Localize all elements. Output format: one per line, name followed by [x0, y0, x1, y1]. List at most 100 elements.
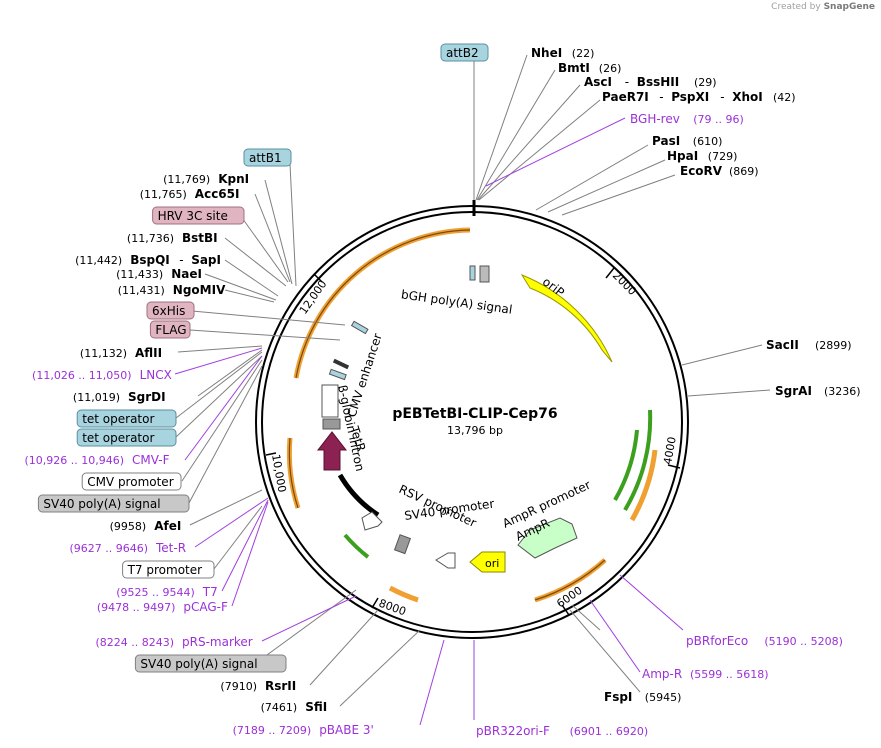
- enzyme-position: (869): [729, 165, 759, 178]
- enzyme-position: (3236): [824, 385, 861, 398]
- primer-name: Amp-R: [642, 667, 682, 681]
- enzyme-position: (29): [694, 76, 717, 89]
- left-leader-lines: [175, 163, 357, 664]
- scale-4000: 4000: [661, 436, 679, 466]
- feature-tag-label: SV40 poly(A) signal: [43, 497, 160, 511]
- primer-name: CMV-F: [132, 453, 170, 467]
- feature-orange-top-left-inner: [295, 229, 471, 379]
- enzyme-name: HpaI: [667, 149, 698, 163]
- enzyme-name: SgrAI: [775, 384, 812, 398]
- enzyme-separator: -: [720, 90, 724, 104]
- enzyme-name: BstBI: [182, 231, 218, 245]
- feature-tag-label: SV40 poly(A) signal: [140, 657, 257, 671]
- feature-sv40-arrow: [435, 552, 456, 569]
- feature-tag-box: [440, 43, 489, 62]
- feature-gray-small: [322, 418, 341, 430]
- primer-position: (11,026 .. 11,050): [32, 369, 132, 382]
- enzyme-name: NaeI: [171, 267, 202, 281]
- enzyme-position: (7461): [261, 701, 298, 714]
- feature-tag-box: [81, 472, 182, 491]
- feature-tag-label: T7 promoter: [127, 563, 203, 577]
- enzyme-separator: -: [625, 75, 629, 89]
- feature-tag-box: [243, 148, 292, 167]
- primer-name: LNCX: [140, 368, 172, 382]
- tick-6000: [561, 604, 570, 616]
- feature-tag-label: HRV 3C site: [158, 209, 228, 223]
- feature-orange-bottom-left: [388, 585, 419, 603]
- feature-dark-small: [332, 358, 350, 370]
- enzyme-position: (42): [773, 91, 796, 104]
- primer-position: (9627 .. 9646): [69, 542, 148, 555]
- primer-name: T7: [202, 585, 218, 599]
- enzyme-position: (11,769): [163, 173, 210, 186]
- enzyme-position: (11,765): [140, 188, 187, 201]
- primer-position: (10,926 .. 10,946): [24, 454, 124, 467]
- enzyme-position: (11,019): [73, 391, 120, 404]
- enzyme-name: BssHII: [637, 75, 679, 89]
- feature-tag-label: attB2: [446, 46, 479, 60]
- backbone-outer: [255, 205, 689, 639]
- feature-tag-label: CMV promoter: [87, 475, 174, 489]
- enzyme-name: PasI: [652, 134, 680, 148]
- enzyme-position: (7910): [220, 680, 257, 693]
- feature-tag-label: 6xHis: [152, 304, 185, 318]
- primer-position: (9525 .. 9544): [116, 586, 195, 599]
- feature-tetr-arrow: [316, 431, 348, 471]
- backbone-inner: [261, 211, 683, 633]
- feature-black-arc: [337, 473, 380, 518]
- feature-orange-right: [629, 449, 658, 522]
- feature-tag-label: tet operator: [82, 431, 154, 445]
- plasmid-name: pEBTetBI-CLIP-Cep76: [392, 406, 557, 422]
- feature-ampr-arrow: [517, 517, 578, 559]
- feature-tag-box: [134, 654, 287, 673]
- feature-tag-box: [146, 301, 195, 320]
- enzyme-name: PspXI: [671, 90, 709, 104]
- feature-green-right-2: [623, 409, 653, 512]
- scale-2000: 2000: [610, 269, 639, 298]
- enzyme-name: BspQI: [130, 253, 170, 267]
- enzyme-position: (11,736): [127, 232, 174, 245]
- enzyme-position: (11,431): [118, 284, 165, 297]
- enzyme-name: SapI: [191, 253, 221, 267]
- primer-position: (6901 .. 6920): [570, 725, 649, 738]
- enzyme-position: (11,442): [75, 254, 122, 267]
- feature-tag-box: [149, 320, 191, 339]
- primer-position: (5190 .. 5208): [764, 635, 843, 648]
- enzyme-name: PaeR7I: [602, 90, 649, 104]
- feature-orange-bottom-right-inner: [534, 559, 606, 601]
- feature-gray-block: [393, 534, 412, 555]
- feature-orip: [520, 273, 613, 363]
- primer-name: pBABE 3': [319, 723, 374, 737]
- enzyme-name: XhoI: [732, 90, 763, 104]
- right-primer-lines: [419, 117, 684, 726]
- enzyme-name: Acc65I: [195, 187, 240, 201]
- enzyme-name: NheI: [531, 46, 562, 60]
- tick-8000: [371, 597, 379, 609]
- enzyme-name: SfiI: [305, 700, 327, 714]
- enzyme-position: (11,433): [116, 268, 163, 281]
- enzyme-separator: -: [659, 90, 663, 104]
- feature-tag-label: attB1: [249, 151, 282, 165]
- left-primer-lines: [174, 347, 357, 642]
- primer-name: pRS-marker: [182, 635, 253, 649]
- primer-position: (5599 .. 5618): [690, 668, 769, 681]
- primer-name: Tet-R: [155, 541, 186, 555]
- bottom-leader-lines: [309, 609, 641, 707]
- enzyme-position: (729): [708, 150, 738, 163]
- feature-bgh-blue: [469, 265, 476, 281]
- feature-tag-box: [76, 428, 177, 447]
- primer-name: BGH-rev: [630, 112, 680, 126]
- enzyme-position: (2899): [815, 339, 852, 352]
- feature-green-right-1: [613, 429, 639, 501]
- enzyme-position: (5945): [645, 691, 682, 704]
- feature-tag-label: FLAG: [155, 323, 186, 337]
- feature-blue-small-2: [328, 368, 347, 381]
- feature-globin-box: [321, 384, 339, 418]
- feature-blue-small-1: [350, 320, 369, 335]
- primer-position: (9478 .. 9497): [97, 601, 176, 614]
- enzyme-name: EcoRV: [680, 164, 723, 178]
- enzyme-position: (9958): [110, 520, 147, 533]
- enzyme-name: FspI: [604, 690, 632, 704]
